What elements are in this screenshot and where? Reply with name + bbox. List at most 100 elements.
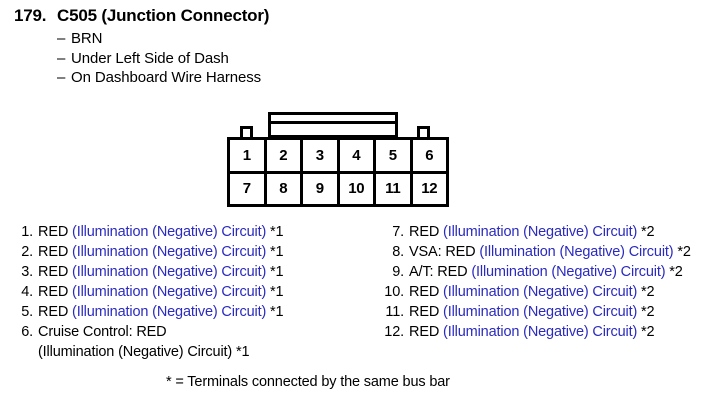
pin-cell: 9 [303, 173, 340, 204]
pin-cell: 2 [267, 140, 303, 171]
terminal-description: RED (Illumination (Negative) Circuit) *2 [409, 322, 722, 342]
terminal-wire-color: RED [38, 264, 73, 280]
header-detail-text: BRN [71, 30, 103, 47]
connector-latch-tab [268, 112, 398, 138]
terminal-wire-color: RED [38, 244, 73, 260]
header-detail-list: –BRN –Under Left Side of Dash –On Dashbo… [14, 29, 574, 88]
terminal-circuit: (Illumination (Negative) Circuit) [443, 304, 638, 320]
terminal-note: *1 [232, 344, 250, 360]
connector-notch-right [417, 126, 430, 140]
pin-cell: 10 [340, 173, 376, 204]
terminal-wire-color: RED [409, 224, 444, 240]
header-index: 179. [14, 6, 47, 25]
connector-pin-grid: 1 2 3 4 5 6 7 8 9 10 11 12 [227, 137, 449, 207]
terminal-wire-color: RED [38, 224, 73, 240]
connector-notch-left [240, 126, 253, 140]
terminal-circuit: (Illumination (Negative) Circuit) [72, 304, 267, 320]
terminal-item: 4. RED (Illumination (Negative) Circuit)… [14, 282, 364, 302]
terminal-number: 9. [392, 264, 404, 280]
pin-cell: 4 [340, 140, 376, 171]
terminal-circuit: (Illumination (Negative) Circuit) [479, 244, 674, 260]
terminal-note: *1 [266, 224, 284, 240]
terminal-description: RED (Illumination (Negative) Circuit) *1 [38, 282, 364, 302]
terminal-number: 4. [21, 284, 33, 300]
header-detail-text: Under Left Side of Dash [71, 49, 229, 67]
terminal-number: 1. [21, 224, 33, 240]
terminal-wire-color: A/T: RED [409, 264, 472, 280]
header-detail-item: –BRN [57, 29, 574, 49]
terminal-description: VSA: RED (Illumination (Negative) Circui… [409, 242, 722, 262]
terminal-description: RED (Illumination (Negative) Circuit) *2 [409, 302, 722, 322]
terminal-circuit: (Illumination (Negative) Circuit) [72, 264, 267, 280]
terminal-circuit: (Illumination (Negative) Circuit) [443, 284, 638, 300]
header-detail-item: –Under Left Side of Dash [57, 49, 574, 69]
terminal-circuit: (Illumination (Negative) Circuit) [38, 344, 233, 360]
terminal-note: *1 [266, 244, 284, 260]
terminal-description: RED (Illumination (Negative) Circuit) *1 [38, 262, 364, 282]
pin-cell: 1 [230, 140, 267, 171]
connector-header: 179. C505 (Junction Connector) –BRN –Und… [14, 6, 574, 88]
terminal-wire-color: RED [409, 324, 444, 340]
terminal-list-right: 7. RED (Illumination (Negative) Circuit)… [377, 222, 722, 342]
dash-icon: – [57, 30, 66, 47]
terminal-description-continued: (Illumination (Negative) Circuit) *1 [14, 342, 364, 362]
pin-cell: 6 [425, 146, 434, 164]
terminal-item: 11. RED (Illumination (Negative) Circuit… [377, 302, 722, 322]
terminal-number: 7. [392, 224, 404, 240]
terminal-number: 2. [21, 244, 33, 260]
terminal-number: 11. [385, 304, 404, 320]
terminal-item: 8. VSA: RED (Illumination (Negative) Cir… [377, 242, 722, 262]
pin-cell: 3 [303, 140, 340, 171]
connector-pin-row-top: 1 2 3 4 5 6 [230, 140, 446, 174]
terminal-wire-color: RED [409, 304, 444, 320]
terminal-circuit: (Illumination (Negative) Circuit) [443, 224, 638, 240]
terminal-circuit: (Illumination (Negative) Circuit) [72, 224, 267, 240]
pin-cell: 7 [230, 173, 267, 204]
terminal-description: RED (Illumination (Negative) Circuit) *1 [38, 222, 364, 242]
terminal-description: RED (Illumination (Negative) Circuit) *2 [409, 282, 722, 302]
terminal-circuit: (Illumination (Negative) Circuit) [72, 244, 267, 260]
terminal-note: *2 [673, 244, 691, 260]
terminal-item: 9. A/T: RED (Illumination (Negative) Cir… [377, 262, 722, 282]
terminal-number: 8. [392, 244, 404, 260]
dash-icon: – [57, 69, 66, 86]
terminal-note: *2 [637, 324, 655, 340]
page-title: 179. C505 (Junction Connector) [14, 6, 574, 26]
header-title: C505 (Junction Connector) [57, 6, 270, 25]
terminal-wire-color: RED [409, 284, 444, 300]
terminal-item: 1. RED (Illumination (Negative) Circuit)… [14, 222, 364, 242]
terminal-item: 6. Cruise Control: RED [14, 322, 364, 342]
pin-cell: 11 [376, 173, 413, 204]
terminal-note: *1 [266, 304, 284, 320]
terminal-list-left: 1. RED (Illumination (Negative) Circuit)… [14, 222, 364, 362]
terminal-note: *2 [637, 284, 655, 300]
terminal-item: 2. RED (Illumination (Negative) Circuit)… [14, 242, 364, 262]
terminal-description: RED (Illumination (Negative) Circuit) *1 [38, 242, 364, 262]
terminal-note: *2 [665, 264, 683, 280]
connector-latch-tab-line [271, 121, 395, 124]
terminal-note: *2 [637, 304, 655, 320]
terminal-item: 12. RED (Illumination (Negative) Circuit… [377, 322, 722, 342]
terminal-number: 12. [384, 324, 404, 340]
pin-cell: 12 [421, 180, 438, 198]
pin-cell: 8 [267, 173, 303, 204]
header-detail-text: On Dashboard Wire Harness [71, 69, 262, 86]
terminal-note: *2 [637, 224, 655, 240]
pin-cell: 5 [376, 140, 413, 171]
terminal-item: 5. RED (Illumination (Negative) Circuit)… [14, 302, 364, 322]
terminal-note: *1 [266, 284, 284, 300]
terminal-circuit: (Illumination (Negative) Circuit) [443, 324, 638, 340]
header-detail-item: –On Dashboard Wire Harness [57, 68, 574, 88]
footnote-text: * = Terminals connected by the same bus … [166, 374, 450, 390]
terminal-item: 3. RED (Illumination (Negative) Circuit)… [14, 262, 364, 282]
dash-icon: – [57, 49, 66, 67]
connector-pinout-diagram: 1 2 3 4 5 6 7 8 9 10 11 12 [227, 112, 449, 208]
terminal-number: 10. [384, 284, 404, 300]
terminal-wire-color: VSA: RED [409, 244, 480, 260]
terminal-description: RED (Illumination (Negative) Circuit) *1 [38, 302, 364, 322]
terminal-description: RED (Illumination (Negative) Circuit) *2 [409, 222, 722, 242]
terminal-circuit: (Illumination (Negative) Circuit) [72, 284, 267, 300]
terminal-item: 7. RED (Illumination (Negative) Circuit)… [377, 222, 722, 242]
terminal-circuit: (Illumination (Negative) Circuit) [471, 264, 666, 280]
terminal-item: 10. RED (Illumination (Negative) Circuit… [377, 282, 722, 302]
